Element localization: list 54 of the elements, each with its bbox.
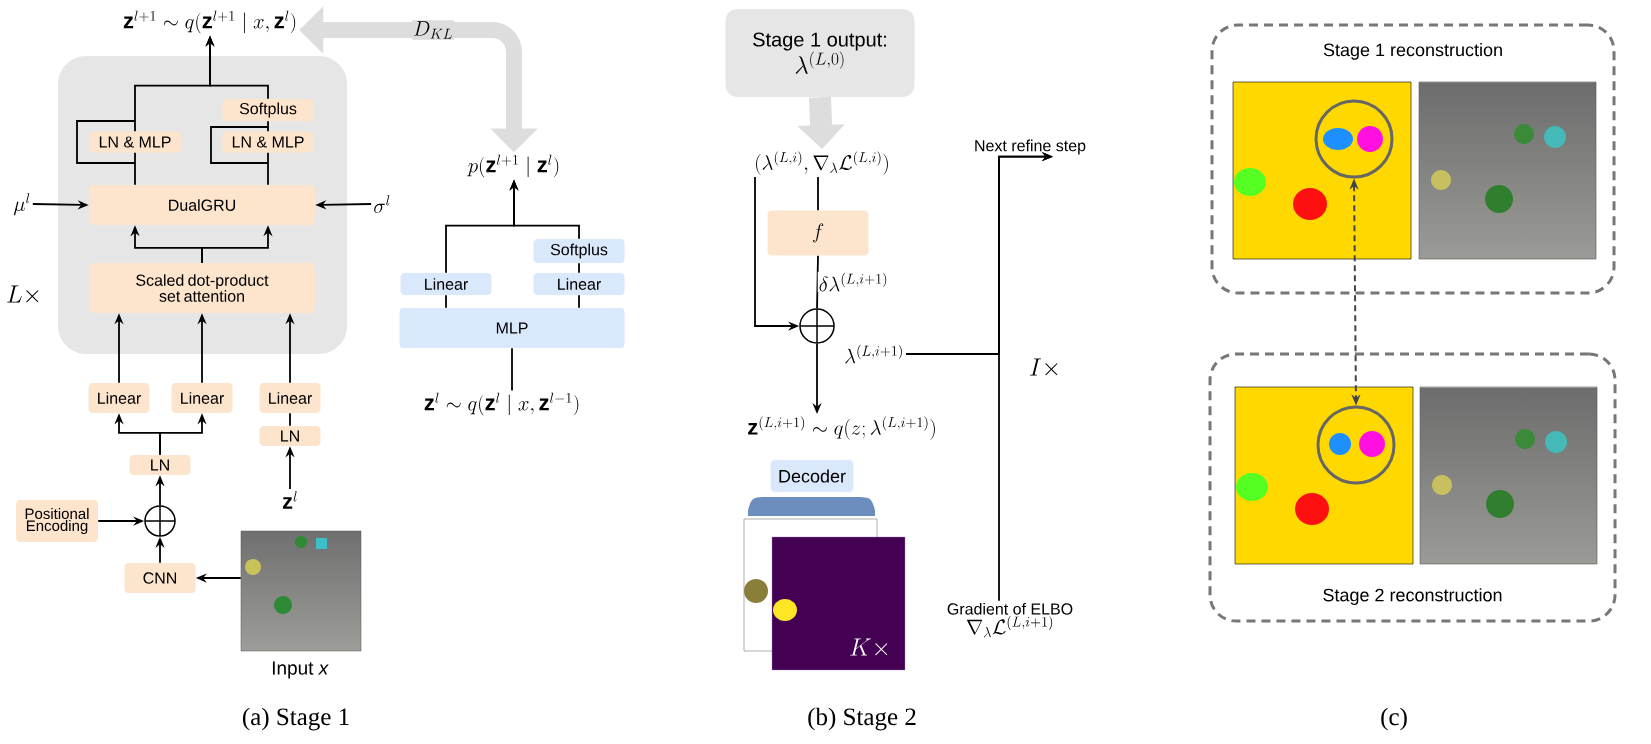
- layer-box: LN: [259, 426, 321, 446]
- connector-line: [267, 151, 269, 186]
- decoder-box: Decoder: [770, 460, 854, 492]
- formula: $\mathbf{z}^{l}$: [282, 491, 297, 509]
- formula: $\mathbf{z}^{l} \sim q(\mathbf{z}^{l} \mid x, \mathbf{z}^{l-1})$: [424, 392, 579, 416]
- function-box: $f$: [767, 210, 869, 256]
- formula: $\mathbf{z}^{l+1} \sim q(\mathbf{z}^{l+1} \mid x, \mathbf{z}^{l})$: [123, 10, 296, 34]
- gradient-label: Gradient of ELBO $\nabla_{\lambda}\mathcal{L}^{(L,i+1)}$: [947, 602, 1073, 638]
- layer-box: MLP: [399, 308, 625, 348]
- sum-circle: [799, 308, 835, 344]
- subfigure-caption: (c): [1381, 707, 1407, 731]
- layer-box: Linear: [259, 383, 321, 413]
- formula: $\sigma^{l}$: [374, 195, 390, 213]
- sum-circle: [144, 505, 176, 537]
- connector-line: [445, 294, 447, 309]
- edge-label: $\delta\lambda^{(L,i+1)}$: [817, 271, 890, 293]
- layer-box: LN & MLP: [89, 131, 181, 153]
- connector-line: [578, 262, 580, 274]
- connector-line: [817, 176, 819, 212]
- layer-box: DualGRU: [89, 185, 315, 225]
- connector-line: [816, 254, 819, 310]
- layer-box: LN: [129, 455, 191, 475]
- layer-box: Scaled dot-product set attention: [89, 263, 315, 313]
- output-box: Stage 1 output: $\lambda^{(L,0)}$: [725, 9, 915, 97]
- connector-line: [578, 294, 580, 309]
- layer-box: Softplus: [533, 239, 625, 263]
- subfigure-caption: (b) Stage 2: [808, 707, 916, 731]
- multiplier-label: $I\times$: [1030, 358, 1058, 376]
- reconstruction-panel: Stage 1 reconstruction: [1210, 23, 1616, 295]
- formula: $\mu^{l}$: [13, 193, 30, 216]
- formula: $\lambda^{(L,i+1)}$: [845, 344, 902, 364]
- layer-box: Linear: [533, 273, 625, 295]
- highlight-circle: [1316, 405, 1396, 485]
- layer-box: Linear: [171, 383, 233, 413]
- formula: $p(\mathbf{z}^{l+1} \mid \mathbf{z}^{l})$: [467, 154, 559, 178]
- reconstruction-panel: Stage 2 reconstruction: [1208, 352, 1617, 623]
- layer-box: Linear: [88, 383, 150, 413]
- layer-box: Softplus: [222, 99, 314, 121]
- connector-line: [134, 151, 136, 186]
- step-label: Next refine step: [975, 139, 1086, 155]
- multiplier-label: $L\times$: [7, 285, 39, 303]
- subfigure-caption: (a) Stage 1: [242, 707, 349, 731]
- connector-line: [511, 347, 513, 392]
- connector-line: [267, 120, 269, 133]
- highlight-circle: [1314, 99, 1394, 179]
- encoding-box: Positional Encoding: [16, 500, 98, 542]
- image-caption: Input x: [272, 661, 329, 679]
- multiplier-label: $K\times$: [850, 638, 888, 656]
- connector-line: [289, 412, 291, 427]
- layer-box: Linear: [400, 273, 492, 295]
- formula: $\mathbf{z}^{(L,i+1)} \sim q(z; \lambda^{(L,i+1)})$: [748, 416, 935, 440]
- formula: $(\lambda^{(L,i)}, \nabla_{\lambda}\mathcal{L}^{(L,i)})$: [756, 151, 888, 175]
- edge-label: $D_{KL}$: [412, 20, 454, 40]
- layer-box: CNN: [124, 563, 196, 593]
